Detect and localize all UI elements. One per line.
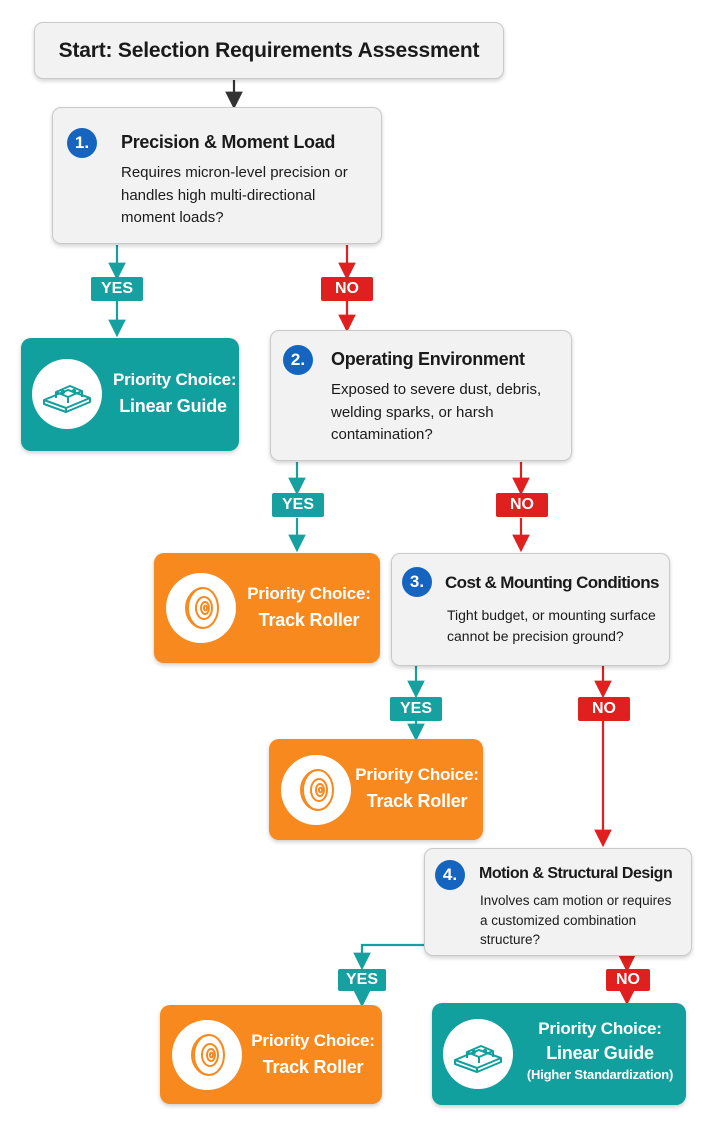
no-label-3: NO: [578, 697, 630, 721]
decision-box-4: 4. Motion & Structural Design Involves c…: [424, 848, 692, 956]
result-track-roller-2: Priority Choice: Track Roller: [269, 739, 483, 840]
step-number-4: 4.: [435, 860, 465, 890]
decision-text-1: Requires micron-level precision or handl…: [121, 164, 348, 226]
decision-text-4: Involves cam motion or requires a custom…: [480, 893, 672, 948]
no-label-1: NO: [321, 277, 373, 301]
decision-text-3: Tight budget, or mounting surface cannot…: [447, 607, 656, 644]
decision-text-2: Exposed to severe dust, debris, welding …: [331, 381, 542, 443]
result-text-1: Priority Choice: Linear Guide: [113, 370, 237, 416]
track-roller-icon: [281, 755, 351, 825]
track-roller-icon: [166, 573, 236, 643]
decision-title-2: Operating Environment: [331, 349, 525, 369]
arrow-q4-yes: [353, 943, 424, 971]
step-number-3: 3.: [402, 567, 432, 597]
linear-guide-icon: [32, 359, 102, 429]
start-title: Start: Selection Requirements Assessment: [58, 38, 480, 62]
result-text-4: Priority Choice: Track Roller: [251, 1031, 375, 1077]
decision-box-3: 3. Cost & Mounting Conditions Tight budg…: [391, 553, 670, 666]
no-label-4: NO: [606, 969, 650, 991]
result-track-roller-3: Priority Choice: Track Roller: [160, 1005, 382, 1104]
track-roller-icon: [172, 1020, 242, 1090]
step-number-2: 2.: [283, 345, 313, 375]
start-box: Start: Selection Requirements Assessment: [34, 22, 504, 79]
yes-label-1: YES: [91, 277, 143, 301]
decision-box-2: 2. Operating Environment Exposed to seve…: [270, 330, 572, 461]
decision-title-1: Precision & Moment Load: [121, 132, 336, 152]
result-text-3: Priority Choice: Track Roller: [355, 765, 479, 811]
no-label-2: NO: [496, 493, 548, 517]
linear-guide-icon: [443, 1019, 513, 1089]
yes-label-2: YES: [272, 493, 324, 517]
decision-box-1: 1. Precision & Moment Load Requires micr…: [52, 107, 382, 244]
yes-label-3: YES: [390, 697, 442, 721]
step-number-1: 1.: [67, 128, 97, 158]
result-text-5: Priority Choice: Linear Guide (Higher St…: [526, 1019, 674, 1082]
result-track-roller-1: Priority Choice: Track Roller: [154, 553, 380, 663]
decision-title-4: Motion & Structural Design: [479, 865, 673, 882]
decision-title-3: Cost & Mounting Conditions: [445, 573, 659, 592]
result-linear-guide-1: Priority Choice: Linear Guide: [21, 338, 239, 451]
result-text-2: Priority Choice: Track Roller: [247, 584, 371, 630]
result-linear-guide-2: Priority Choice: Linear Guide (Higher St…: [432, 1003, 686, 1105]
yes-label-4: YES: [338, 969, 386, 991]
